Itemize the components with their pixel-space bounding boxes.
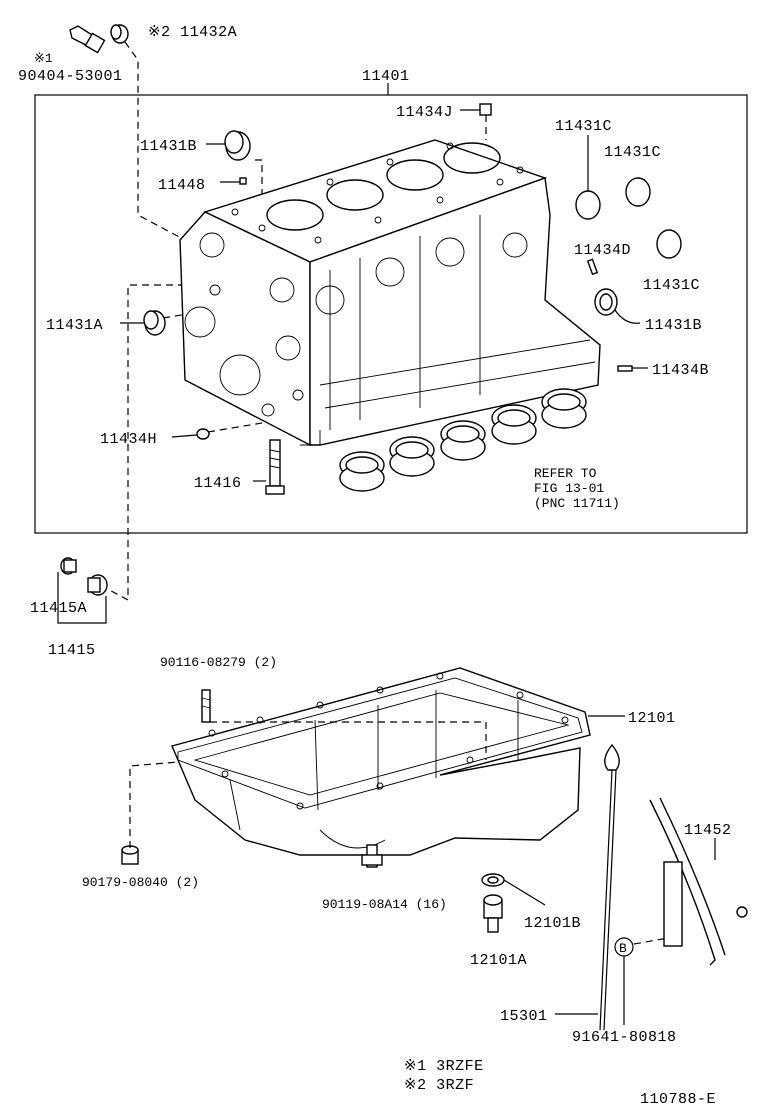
leader-11434H [171, 434, 198, 438]
plug-11431B-top [224, 130, 251, 161]
plug-11434J [479, 103, 492, 116]
dash-leader-11448 [255, 159, 263, 195]
pin-11434B [617, 365, 633, 372]
dash-leader-90116 [210, 721, 487, 760]
main-bearings [339, 388, 587, 492]
label-note-3RZFE: ※1 3RZFE [404, 1058, 484, 1075]
engine-block-frame [34, 94, 748, 534]
label-90119-08A14: 90119-08A14 (16) [322, 897, 447, 912]
dash-leader-11431A [162, 311, 201, 319]
plug-11432A [110, 24, 129, 44]
cylinder-block [179, 139, 601, 447]
label-circle-B: B [619, 941, 627, 956]
dash-leader-B [633, 937, 669, 945]
label-12101A: 12101A [470, 952, 527, 969]
label-11401: 11401 [362, 68, 410, 85]
seal-11431B-right [594, 288, 618, 316]
label-refer-to: REFER TO [534, 466, 597, 481]
leader-11431B-right [614, 309, 641, 324]
plug-11434H [196, 428, 210, 440]
dash-leader-11415 [99, 284, 185, 602]
label-11434H: 11434H [100, 431, 157, 448]
drain-plug-12101A [483, 894, 503, 933]
oil-pan-12101 [171, 667, 591, 856]
label-90116-08279: 90116-08279 (2) [160, 655, 277, 670]
dash-leader-11432A [124, 41, 186, 241]
label-12101: 12101 [628, 710, 676, 727]
pin-11448 [239, 177, 247, 185]
dash-leader-90179 [129, 761, 179, 848]
label-90179-08040: 90179-08040 (2) [82, 875, 199, 890]
label-11432A: ※2 11432A [148, 24, 237, 41]
label-12101B: 12101B [524, 915, 581, 932]
plug-11431C-b [625, 177, 651, 207]
stud-90116 [201, 689, 211, 723]
leader-12101B [503, 879, 546, 906]
plug-11431A [143, 310, 166, 336]
label-figure-code: 110788-E [640, 1091, 716, 1108]
label-note-3RZF: ※2 3RZF [404, 1077, 474, 1094]
label-11415A: 11415A [30, 600, 87, 617]
gasket-12101B [481, 873, 505, 887]
plug-11415A-b [87, 574, 108, 596]
label-91641-80818: 91641-80818 [572, 1029, 677, 1046]
pin-11434D [586, 258, 599, 276]
label-11431A: 11431A [46, 317, 103, 334]
plug-11431C-a [575, 190, 601, 220]
dipstick-guide-11452 [649, 797, 748, 966]
label-11416: 11416 [194, 475, 242, 492]
label-15301: 15301 [500, 1008, 548, 1025]
bracket-11415 [57, 572, 107, 624]
label-refer-fig: FIG 13-01 [534, 481, 604, 496]
bolt-90404 [69, 25, 106, 54]
label-11431C-b: 11431C [604, 144, 661, 161]
stud-11416 [265, 439, 285, 495]
label-90404-53001: 90404-53001 [18, 68, 123, 85]
dipstick-15301 [599, 743, 620, 1031]
plug-11415A-a [60, 557, 77, 575]
label-11415: 11415 [48, 642, 96, 659]
label-11431B-right: 11431B [645, 317, 702, 334]
label-11448: 11448 [158, 177, 206, 194]
label-11431C-a: 11431C [555, 118, 612, 135]
label-11434B: 11434B [652, 362, 709, 379]
bolt-90119 [361, 844, 383, 868]
label-11434J: 11434J [396, 104, 453, 121]
plug-11431C-c [656, 229, 682, 259]
label-11434D: 11434D [574, 242, 631, 259]
label-11431B-top: 11431B [140, 138, 197, 155]
label-11452: 11452 [684, 822, 732, 839]
label-refer-pnc: (PNC 11711) [534, 496, 620, 511]
nut-90179 [121, 845, 139, 865]
label-mark-1: ※1 [34, 51, 53, 66]
label-11431C-c: 11431C [643, 277, 700, 294]
